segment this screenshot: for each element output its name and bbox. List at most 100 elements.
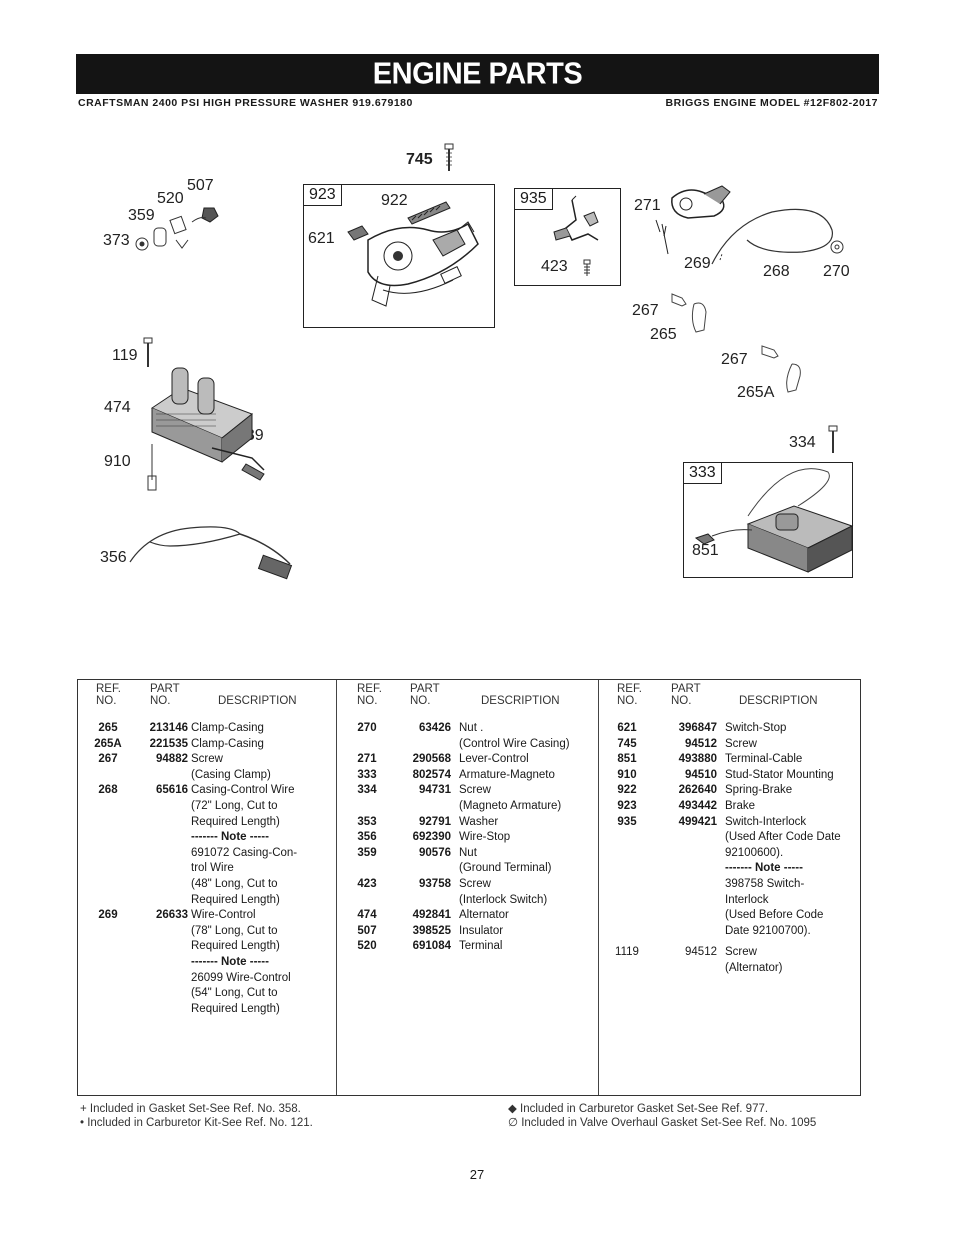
callout-268: 268 — [763, 263, 790, 280]
part-description: (Magneto Armature) — [459, 799, 562, 812]
callout-359: 359 — [128, 207, 155, 224]
column-header: REF. NO. PART NO. DESCRIPTION — [617, 683, 818, 707]
title-banner: ENGINE PARTS — [76, 54, 879, 94]
part-description: Lever-Control — [459, 753, 529, 766]
part-number: 65616 — [156, 784, 188, 797]
callout-333: 333 — [684, 463, 722, 484]
part-number: 290568 — [412, 753, 451, 766]
part-description: Clamp-Casing — [191, 722, 264, 734]
part-description: ------- Note ----- — [191, 831, 269, 844]
part-description: Washer — [459, 815, 499, 828]
callout-910: 910 — [104, 453, 131, 470]
magneto-inset-box: 333 — [683, 462, 853, 578]
part-description: Screw — [191, 753, 223, 766]
ref-number: 923 — [617, 799, 637, 812]
part-description: (Interlock Switch) — [459, 893, 548, 906]
part-description: Insulator — [459, 924, 504, 937]
table-row: 923 493442 Brake — [599, 799, 862, 815]
ref-number: 520 — [357, 940, 377, 953]
ref-number: 267 — [98, 753, 118, 766]
part-description: Terminal — [459, 940, 503, 953]
footnotes-right: ◆ Included in Carburetor Gasket Set-See … — [508, 1103, 816, 1130]
part-number: 94512 — [685, 737, 717, 750]
armature-magneto-icon — [694, 468, 854, 573]
callout-923: 923 — [304, 185, 342, 206]
ref-number: 922 — [617, 784, 637, 797]
part-description: Brake — [725, 799, 756, 812]
part-number: 94731 — [419, 784, 451, 797]
part-description: Clamp-Casing — [191, 737, 264, 750]
page-title: ENGINE PARTS — [372, 56, 583, 91]
footnote: + Included in Gasket Set-See Ref. No. 35… — [80, 1103, 301, 1115]
nut-icon — [830, 240, 844, 254]
part-description: Required Length) — [191, 815, 280, 828]
ref-number: 359 — [357, 846, 377, 859]
column-header: REF. NO. PART NO. DESCRIPTION — [96, 683, 297, 707]
part-number: 63426 — [419, 722, 451, 734]
wire-stop-icon — [129, 526, 293, 580]
part-description: Screw — [459, 784, 491, 797]
product-caption: CRAFTSMAN 2400 PSI HIGH PRESSURE WASHER … — [78, 97, 413, 109]
part-number: 262640 — [678, 784, 717, 797]
callout-356: 356 — [100, 549, 127, 566]
ref-number: 265A — [94, 737, 122, 750]
column-header: REF. NO. PART NO. DESCRIPTION — [357, 683, 560, 707]
part-number: 691084 — [412, 940, 451, 953]
part-description: ------- Note ----- — [725, 862, 803, 875]
part-description: Switch-Interlock — [725, 815, 807, 828]
callout-851: 851 — [692, 542, 719, 559]
page-number: 27 — [469, 1167, 485, 1182]
part-description: (Casing Clamp) — [191, 768, 271, 781]
part-description: trol Wire — [191, 862, 234, 875]
part-description: 92100600). — [725, 846, 784, 859]
callout-373: 373 — [103, 232, 130, 249]
ref-number: 333 — [357, 768, 377, 781]
callout-922: 922 — [381, 192, 408, 209]
part-description: Armature-Magneto — [459, 768, 555, 781]
callout-265A: 265A — [737, 384, 775, 401]
brake-icon — [347, 201, 479, 307]
footnotes-left: + Included in Gasket Set-See Ref. No. 35… — [80, 1103, 313, 1130]
table-row: 520 691084 Terminal — [337, 939, 598, 955]
callout-267a: 267 — [632, 302, 659, 319]
callout-119: 119 — [112, 347, 138, 364]
part-description: Stud-Stator Mounting — [725, 768, 834, 781]
part-number: 398525 — [412, 924, 451, 937]
part-number: 221535 — [149, 737, 188, 750]
part-description: (Used After Code Date — [725, 831, 841, 844]
ref-number: 353 — [357, 815, 377, 828]
exploded-parts-diagram: 507 520 359 373 745 923 922 621 935 423 — [76, 130, 879, 630]
part-description: (48" Long, Cut to — [191, 877, 278, 890]
part-description: Screw — [725, 946, 757, 959]
footnote: • Included in Carburetor Kit-See Ref. No… — [80, 1116, 313, 1129]
callout-265: 265 — [650, 326, 677, 343]
part-number: 493442 — [678, 799, 717, 812]
part-description: Required Length) — [191, 893, 280, 906]
part-description: ------- Note ----- — [191, 955, 269, 968]
footnote: ◆ Included in Carburetor Gasket Set-See … — [508, 1103, 769, 1115]
part-description: 26099 Wire-Control — [191, 971, 291, 984]
callout-267b: 267 — [721, 351, 748, 368]
ref-number: 265 — [98, 722, 118, 734]
terminal-icon — [135, 207, 219, 251]
ref-number: 851 — [617, 753, 637, 766]
part-description: Switch-Stop — [725, 722, 787, 734]
part-number: 26633 — [156, 909, 188, 922]
interlock-inset-box: 935 — [514, 188, 621, 286]
part-description: Screw — [459, 877, 491, 890]
part-description: Casing-Control Wire — [191, 784, 295, 797]
engine-model-caption: BRIGGS ENGINE MODEL #12F802-2017 — [665, 97, 878, 109]
